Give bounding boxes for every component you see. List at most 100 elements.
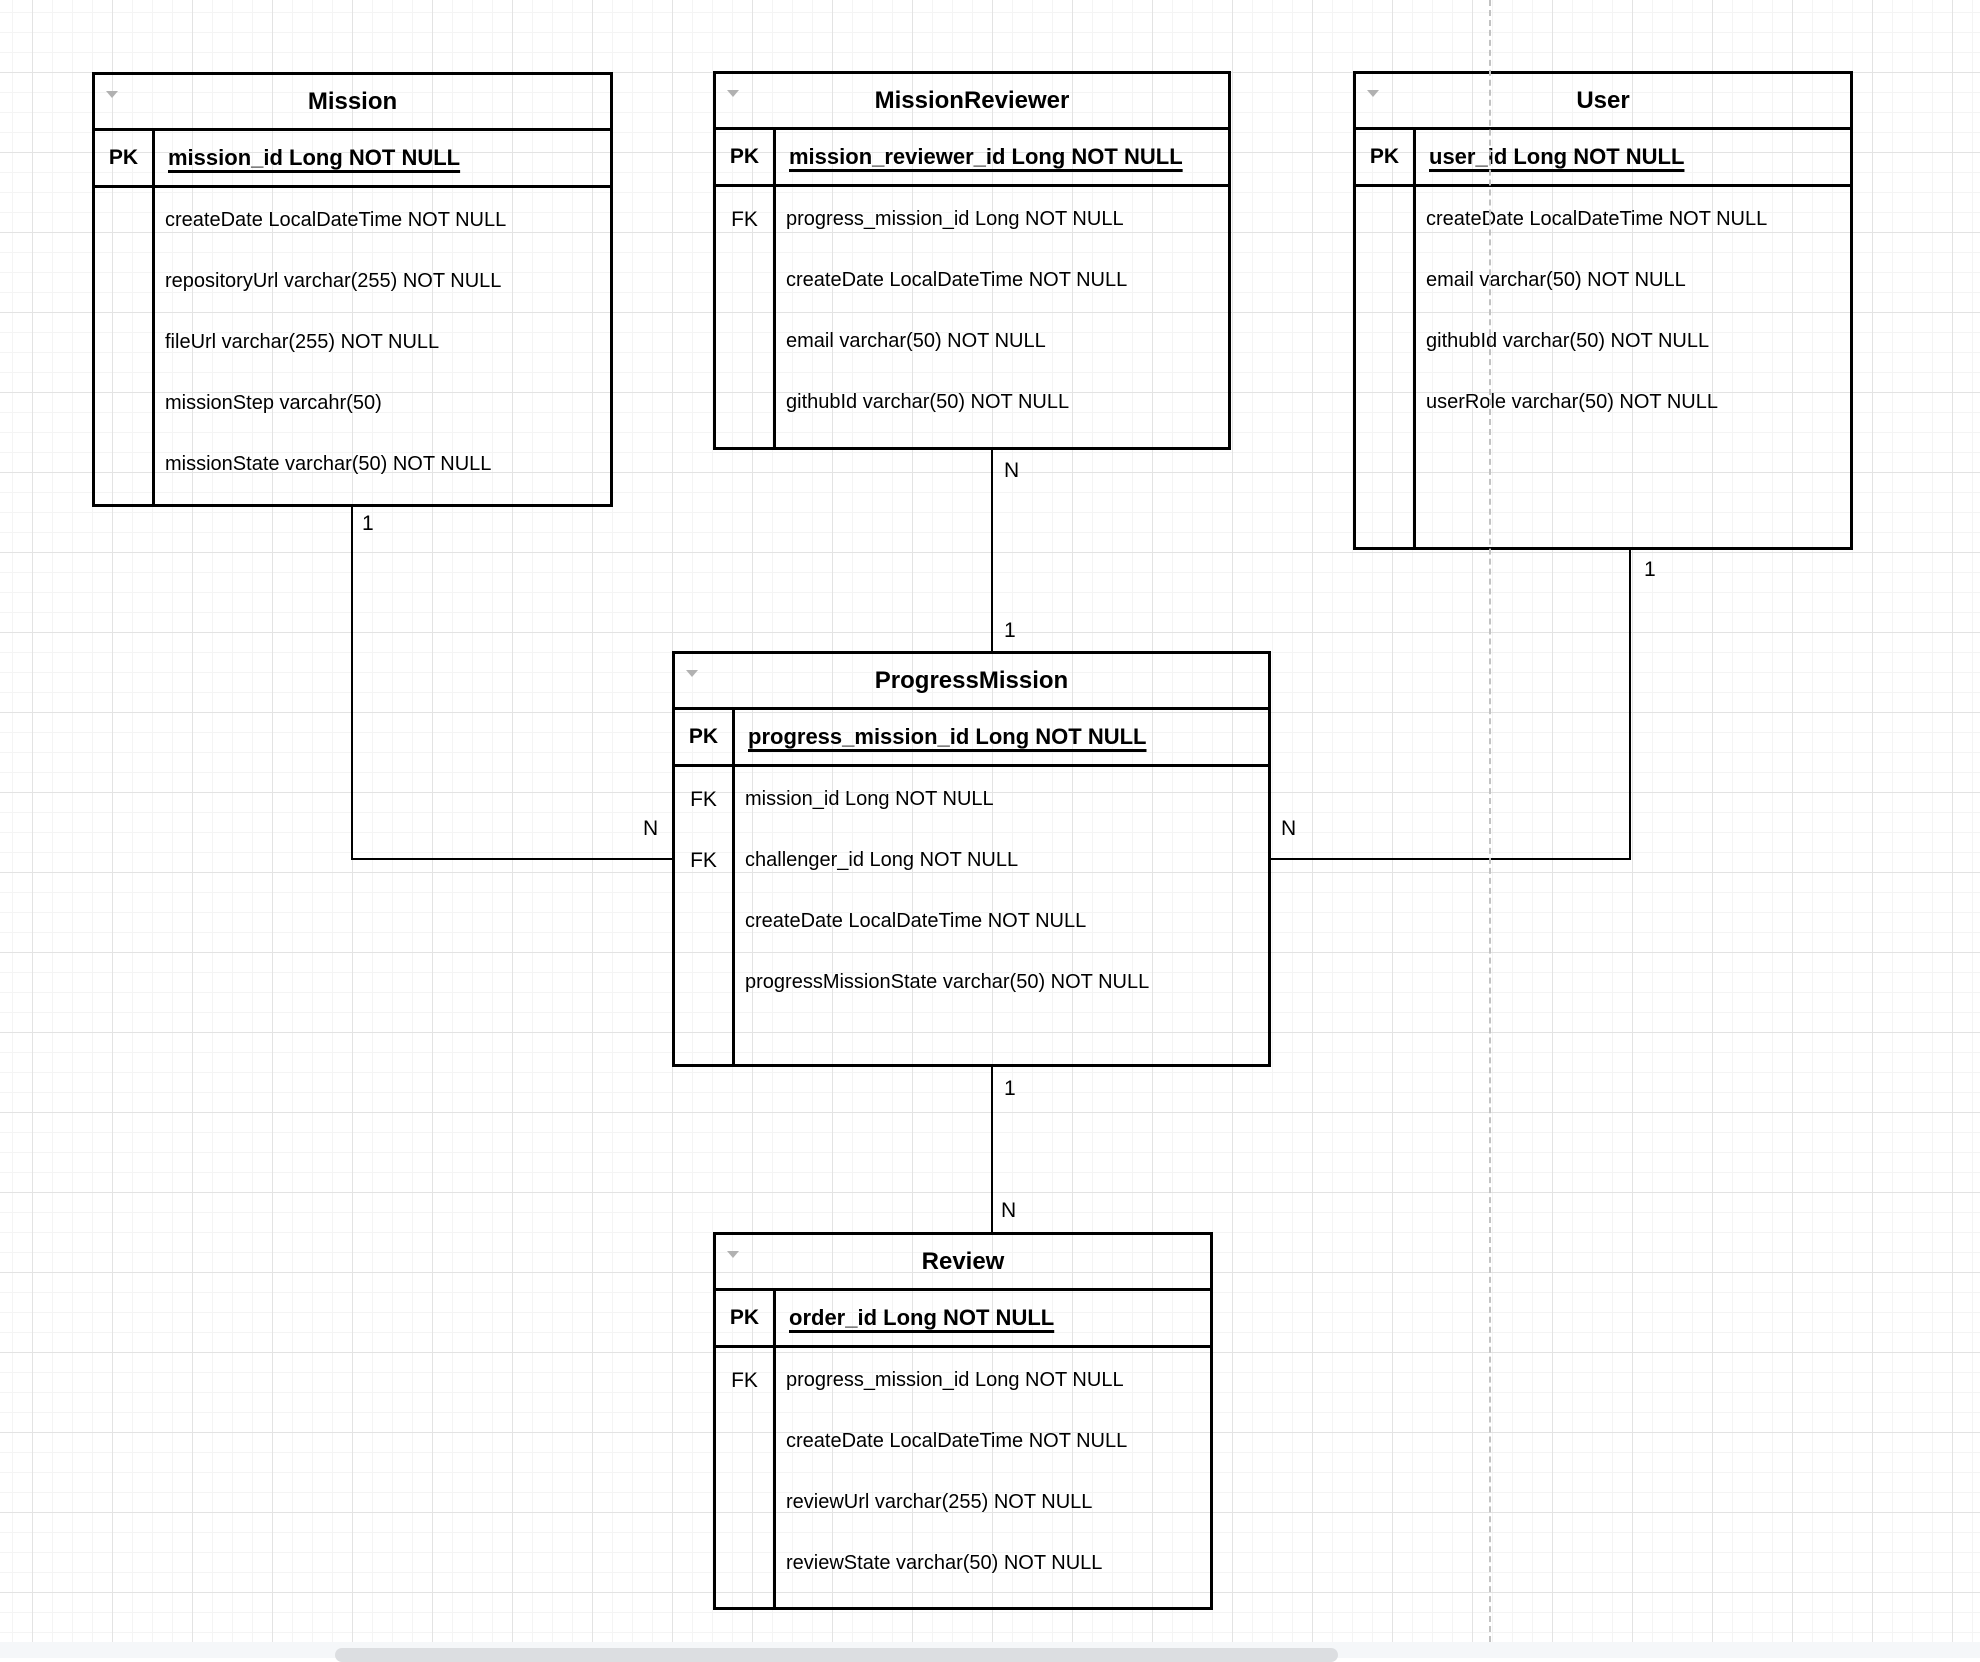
page-break-line — [1489, 0, 1491, 1642]
entity-table-missionreviewer[interactable]: MissionReviewer PK mission_reviewer_id L… — [713, 71, 1231, 450]
attribute-text: githubId varchar(50) NOT NULL — [786, 391, 1070, 413]
horizontal-scrollbar-thumb[interactable] — [335, 1648, 1338, 1662]
cardinality-label-mission-end[interactable]: 1 — [362, 512, 374, 535]
attribute-row[interactable]: createDate LocalDateTime NOT NULL — [1356, 189, 1850, 250]
key-cell — [95, 251, 152, 312]
table-title: Review — [921, 1247, 1005, 1275]
key-cell — [716, 1472, 773, 1533]
entity-table-review[interactable]: Review PK order_id Long NOT NULL FK prog… — [713, 1232, 1213, 1610]
key-cell: FK — [690, 848, 717, 872]
attribute-row[interactable]: fileUrl varchar(255) NOT NULL — [95, 312, 610, 373]
entity-table-progressmission[interactable]: ProgressMission PK progress_mission_id L… — [672, 651, 1271, 1067]
collapse-arrow-icon[interactable] — [1367, 90, 1379, 97]
attribute-row[interactable]: githubId varchar(50) NOT NULL — [1356, 311, 1850, 372]
edge-user-progressmission-vertical[interactable] — [1629, 550, 1631, 860]
key-cell — [1356, 372, 1413, 433]
attribute-row[interactable]: FK progress_mission_id Long NOT NULL — [716, 189, 1228, 250]
attribute-row[interactable]: FK progress_mission_id Long NOT NULL — [716, 1350, 1210, 1411]
key-cell: PK — [95, 131, 155, 185]
table-body: FK progress_mission_id Long NOT NULL cre… — [716, 1348, 1210, 1607]
attribute-text: createDate LocalDateTime NOT NULL — [786, 1430, 1128, 1452]
key-cell — [675, 952, 732, 1013]
attribute-row[interactable]: repositoryUrl varchar(255) NOT NULL — [95, 251, 610, 312]
entity-table-mission[interactable]: Mission PK mission_id Long NOT NULL crea… — [92, 72, 613, 507]
attribute-row[interactable]: email varchar(50) NOT NULL — [716, 311, 1228, 372]
pk-field: mission_reviewer_id Long NOT NULL — [789, 144, 1183, 169]
key-cell: PK — [675, 710, 735, 764]
attribute-row[interactable]: userRole varchar(50) NOT NULL — [1356, 372, 1850, 433]
attribute-row[interactable]: createDate LocalDateTime NOT NULL — [95, 190, 610, 251]
attribute-row[interactable]: FK challenger_id Long NOT NULL — [675, 830, 1268, 891]
key-cell: PK — [716, 1291, 776, 1345]
collapse-arrow-icon[interactable] — [686, 670, 698, 677]
entity-table-user[interactable]: User PK user_id Long NOT NULL createDate… — [1353, 71, 1853, 550]
attribute-row[interactable]: reviewState varchar(50) NOT NULL — [716, 1533, 1210, 1594]
attribute-row[interactable]: reviewUrl varchar(255) NOT NULL — [716, 1472, 1210, 1533]
collapse-arrow-icon[interactable] — [727, 1251, 739, 1258]
attribute-row[interactable]: missionStep varcahr(50) — [95, 373, 610, 434]
cardinality-label-progressmission-bottom-end[interactable]: 1 — [1004, 1077, 1016, 1100]
table-title: ProgressMission — [874, 666, 1069, 694]
key-cell — [716, 311, 773, 372]
attribute-row[interactable]: githubId varchar(50) NOT NULL — [716, 372, 1228, 433]
key-cell: PK — [716, 130, 776, 184]
attribute-row[interactable]: FK mission_id Long NOT NULL — [675, 769, 1268, 830]
key-cell — [675, 891, 732, 952]
table-header[interactable]: User — [1356, 74, 1850, 130]
table-header[interactable]: MissionReviewer — [716, 74, 1228, 130]
pk-row[interactable]: PK progress_mission_id Long NOT NULL — [675, 710, 1268, 767]
key-cell: PK — [1356, 130, 1416, 184]
key-cell — [95, 434, 152, 495]
cardinality-label-progressmission-right-end[interactable]: N — [1281, 817, 1297, 840]
pk-row[interactable]: PK mission_reviewer_id Long NOT NULL — [716, 130, 1228, 187]
edge-mission-progressmission-horizontal[interactable] — [351, 858, 672, 860]
cardinality-label-missionreviewer-end[interactable]: N — [1004, 459, 1020, 482]
attribute-text: createDate LocalDateTime NOT NULL — [165, 209, 507, 231]
attribute-text: createDate LocalDateTime NOT NULL — [745, 910, 1087, 932]
attribute-text: fileUrl varchar(255) NOT NULL — [165, 331, 440, 353]
table-title: Mission — [307, 87, 398, 115]
attribute-row[interactable]: missionState varchar(50) NOT NULL — [95, 434, 610, 495]
key-column-divider — [1413, 187, 1416, 547]
key-cell — [1356, 311, 1413, 372]
key-cell — [95, 190, 152, 251]
attribute-text: progressMissionState varchar(50) NOT NUL… — [745, 971, 1150, 993]
key-cell: FK — [731, 207, 758, 231]
attribute-text: reviewUrl varchar(255) NOT NULL — [786, 1491, 1093, 1513]
attribute-row[interactable]: progressMissionState varchar(50) NOT NUL… — [675, 952, 1268, 1013]
table-body: createDate LocalDateTime NOT NULL reposi… — [95, 188, 610, 504]
attribute-row[interactable]: createDate LocalDateTime NOT NULL — [675, 891, 1268, 952]
cardinality-label-user-end[interactable]: 1 — [1644, 558, 1656, 581]
attribute-text: repositoryUrl varchar(255) NOT NULL — [165, 270, 502, 292]
table-header[interactable]: Mission — [95, 75, 610, 131]
cardinality-label-progressmission-top-end[interactable]: 1 — [1004, 619, 1016, 642]
pk-field: progress_mission_id Long NOT NULL — [748, 724, 1147, 749]
attribute-text: email varchar(50) NOT NULL — [1426, 269, 1686, 291]
edge-progressmission-review[interactable] — [991, 1067, 993, 1232]
edge-mission-progressmission-vertical[interactable] — [351, 507, 353, 860]
attribute-row[interactable]: createDate LocalDateTime NOT NULL — [716, 1411, 1210, 1472]
key-cell — [1356, 250, 1413, 311]
cardinality-label-review-end[interactable]: N — [1001, 1199, 1017, 1222]
table-body: FK mission_id Long NOT NULL FK challenge… — [675, 767, 1268, 1064]
cardinality-label-progressmission-left-end[interactable]: N — [643, 817, 659, 840]
table-header[interactable]: Review — [716, 1235, 1210, 1291]
attribute-text: githubId varchar(50) NOT NULL — [1426, 330, 1710, 352]
pk-row[interactable]: PK mission_id Long NOT NULL — [95, 131, 610, 188]
collapse-arrow-icon[interactable] — [727, 90, 739, 97]
table-body: createDate LocalDateTime NOT NULL email … — [1356, 187, 1850, 547]
attribute-text: reviewState varchar(50) NOT NULL — [786, 1552, 1103, 1574]
collapse-arrow-icon[interactable] — [106, 91, 118, 98]
attribute-row[interactable]: createDate LocalDateTime NOT NULL — [716, 250, 1228, 311]
key-cell: FK — [731, 1368, 758, 1392]
pk-row[interactable]: PK user_id Long NOT NULL — [1356, 130, 1850, 187]
attribute-row[interactable]: email varchar(50) NOT NULL — [1356, 250, 1850, 311]
key-cell — [95, 312, 152, 373]
table-header[interactable]: ProgressMission — [675, 654, 1268, 710]
attribute-text: missionState varchar(50) NOT NULL — [165, 453, 492, 475]
edge-missionreviewer-progressmission[interactable] — [991, 450, 993, 651]
key-column-divider — [773, 187, 776, 447]
edge-user-progressmission-horizontal[interactable] — [1271, 858, 1631, 860]
key-cell — [716, 1533, 773, 1594]
pk-row[interactable]: PK order_id Long NOT NULL — [716, 1291, 1210, 1348]
